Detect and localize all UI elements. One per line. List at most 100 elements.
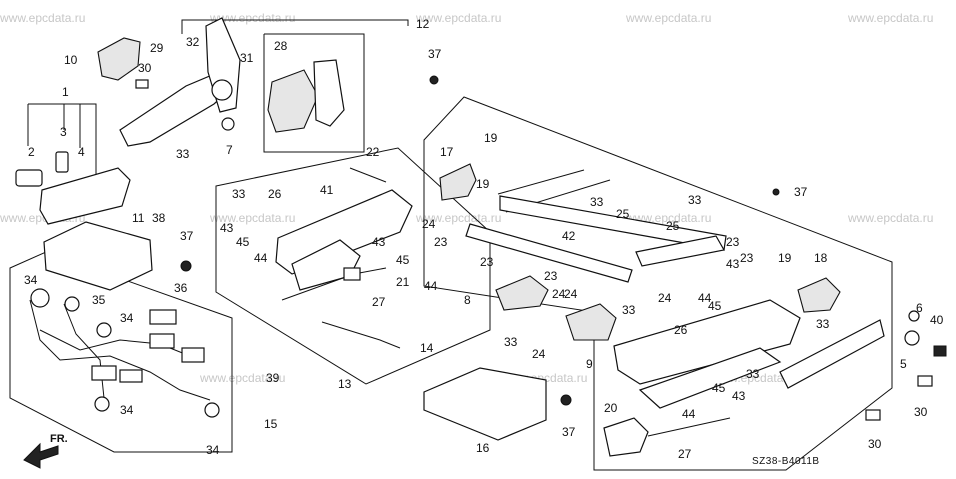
callout-number: 33 <box>504 335 518 349</box>
watermark-text: www.epcdata.ru <box>209 211 295 225</box>
switch-knob-part <box>15 169 43 187</box>
drive-cable-14-part <box>321 321 401 349</box>
callout-number: 11 <box>132 211 145 225</box>
callout-number: 29 <box>150 41 164 55</box>
callout-number: 19 <box>476 177 490 191</box>
harness-clip-part <box>96 322 112 338</box>
callout-number: 24 <box>532 347 546 361</box>
callout-number: 32 <box>186 35 200 49</box>
callout-number: 23 <box>726 235 740 249</box>
callout-number: 45 <box>712 381 726 395</box>
callout-number: 43 <box>726 257 740 271</box>
callout-number: 6 <box>916 301 923 315</box>
harness-clip-part <box>94 396 110 412</box>
callout-number: 37 <box>428 47 442 61</box>
callout-number: 17 <box>440 145 454 159</box>
callout-number: 34 <box>24 273 38 287</box>
height-motor-part <box>495 275 549 311</box>
cable-end-part <box>343 267 361 281</box>
harness-connector-part <box>181 347 205 363</box>
callout-number: 43 <box>372 235 386 249</box>
recliner-hub-part <box>211 79 233 101</box>
sensor-cable-part <box>647 417 731 437</box>
callout-number: 2 <box>28 145 35 159</box>
recline-motor-part <box>267 69 319 133</box>
callout-number: 8 <box>464 293 471 307</box>
wire-harness-part <box>29 299 211 401</box>
callout-number: 12 <box>416 17 430 31</box>
slide-bracket-part <box>797 277 841 313</box>
callout-number: 43 <box>732 389 746 403</box>
watermark-text: www.epcdata.ru <box>415 11 501 25</box>
group-frame-7 <box>263 33 365 153</box>
callout-number: 26 <box>674 323 688 337</box>
front-direction-indicator: FR. <box>23 433 68 469</box>
bolt-30-part <box>865 409 881 421</box>
callout-number: 24 <box>552 287 566 301</box>
harness-connector-part <box>91 365 117 381</box>
bolt-37-part <box>180 260 192 272</box>
callout-number: 19 <box>778 251 792 265</box>
harness-clip-part <box>64 296 80 312</box>
callout-number: 44 <box>254 251 268 265</box>
rod-part <box>497 169 585 195</box>
callout-number: 23 <box>434 235 448 249</box>
callout-number: 35 <box>92 293 106 307</box>
callout-number: 1 <box>62 85 69 99</box>
wire-harness-part <box>39 329 201 361</box>
callout-number: 43 <box>220 221 234 235</box>
callout-number: 23 <box>544 269 558 283</box>
callout-number: 33 <box>176 147 190 161</box>
callout-number: 16 <box>476 441 490 455</box>
switch-clip-part <box>55 151 69 173</box>
watermark-text: www.epcdata.ru <box>847 211 933 225</box>
seat-control-unit-part <box>43 221 153 291</box>
watermark-text: www.epcdata.ru <box>415 211 501 225</box>
callout-number: 23 <box>480 255 494 269</box>
harness-connector-part <box>149 309 177 325</box>
washer-5-part <box>904 330 920 346</box>
tilt-motor-part <box>565 303 617 341</box>
lower-tray-part <box>423 367 547 441</box>
bracket-part <box>635 235 725 267</box>
callout-number: 39 <box>266 371 280 385</box>
callout-number: 18 <box>814 251 828 265</box>
watermark-layer: www.epcdata.ru www.epcdata.ru www.epcdat… <box>0 11 933 385</box>
callout-number: 37 <box>180 229 194 243</box>
callout-number: 30 <box>914 405 928 419</box>
watermark-text: www.epcdata.ru <box>847 11 933 25</box>
nut-40-part <box>933 345 947 357</box>
callout-number: 19 <box>484 131 498 145</box>
slide-cover-part <box>439 163 477 201</box>
callout-layer: 1 2 3 4 5 6 7 8 9 10 11 12 13 14 15 16 1… <box>24 17 944 461</box>
callout-number: 33 <box>688 193 702 207</box>
callout-number: 33 <box>622 303 636 317</box>
callout-number: 9 <box>586 357 593 371</box>
parts-layer <box>15 17 947 457</box>
watermark-text: www.epcdata.ru <box>199 371 285 385</box>
callout-number: 44 <box>424 279 438 293</box>
group-frame-12 <box>181 19 409 34</box>
callout-number: 7 <box>226 143 233 157</box>
callout-number: 21 <box>396 275 410 289</box>
callout-number: 33 <box>590 195 604 209</box>
bolt-37-part <box>772 188 780 196</box>
wire-harness-part <box>63 303 105 399</box>
callout-number: 25 <box>666 219 680 233</box>
callout-number: 10 <box>64 53 78 67</box>
callout-number: 25 <box>616 207 630 221</box>
callout-number: 27 <box>678 447 692 461</box>
callout-number: 40 <box>930 313 944 327</box>
power-seat-switch-part <box>39 167 131 225</box>
group-frame-main-right <box>423 96 893 471</box>
callout-number: 37 <box>794 185 808 199</box>
group-frame-13 <box>215 147 491 385</box>
callout-number: 22 <box>366 145 380 159</box>
callout-number: 34 <box>206 443 220 457</box>
callout-number: 37 <box>562 425 576 439</box>
callout-number: 27 <box>372 295 386 309</box>
callout-number: 24 <box>658 291 672 305</box>
bolt-30-part <box>135 79 149 89</box>
callout-number: 30 <box>868 437 882 451</box>
